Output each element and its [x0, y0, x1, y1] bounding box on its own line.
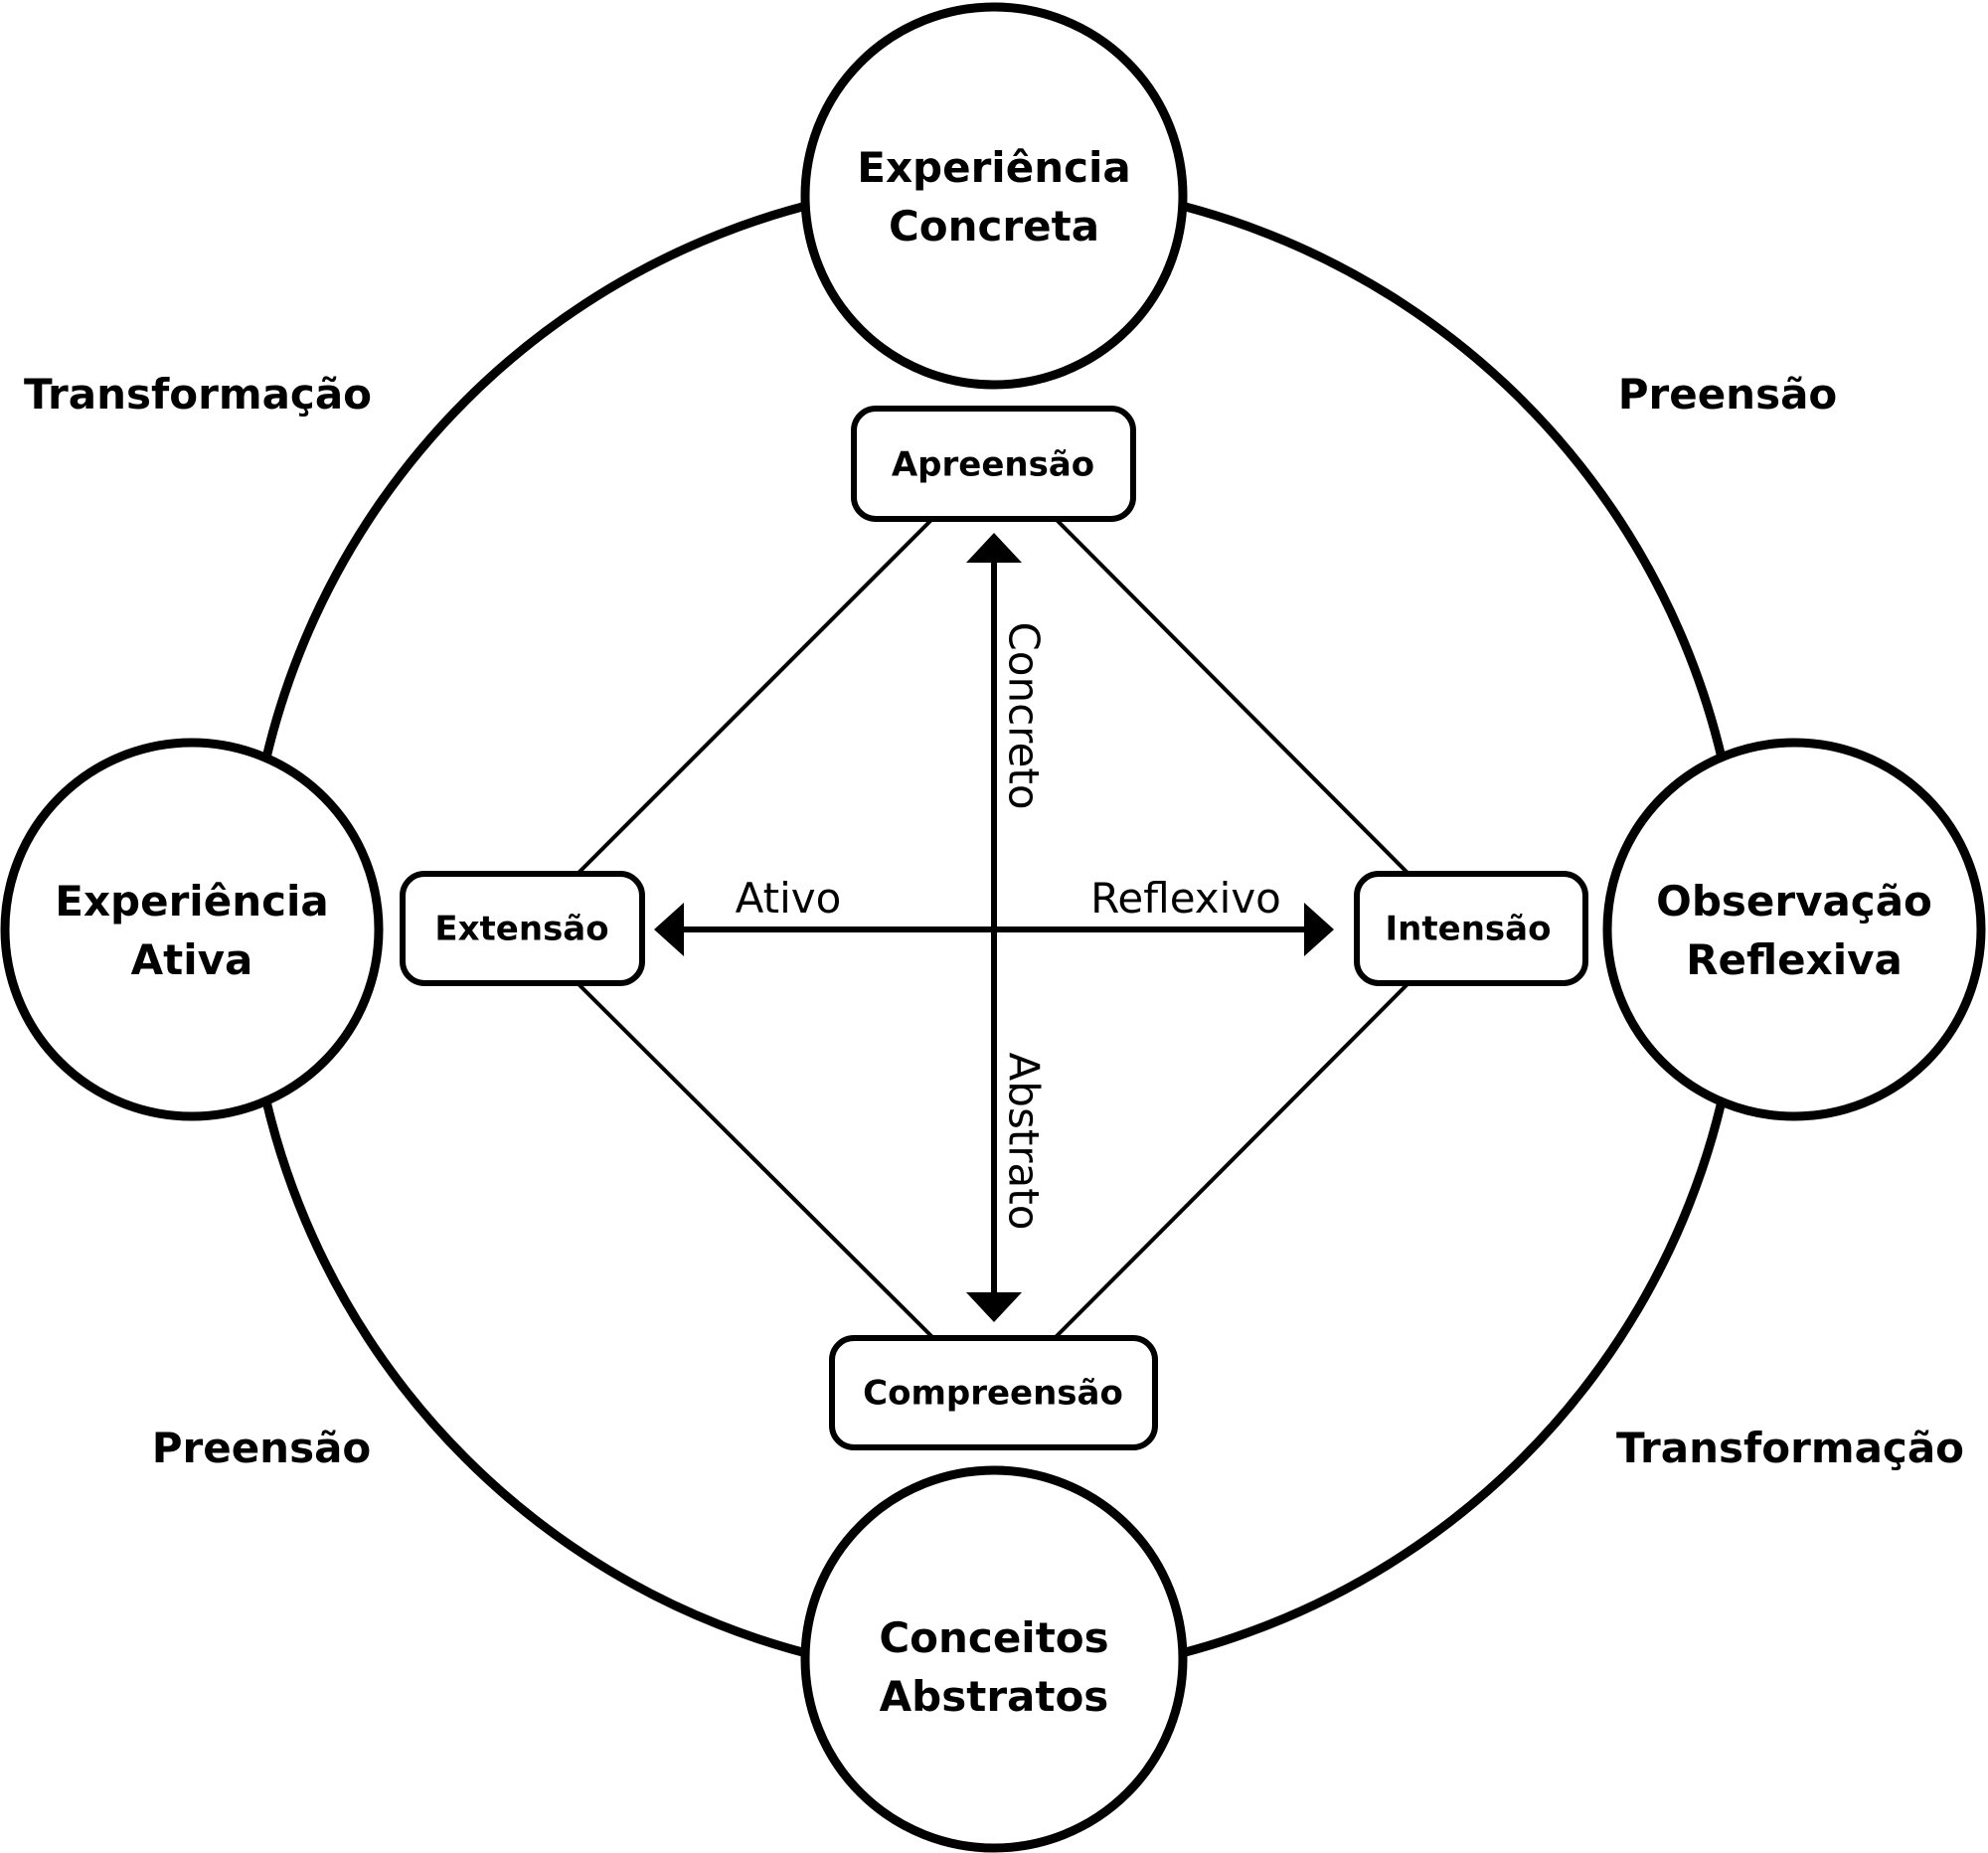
circle-right-line2: Reflexiva	[1686, 935, 1903, 984]
arrow-left-head	[654, 903, 684, 956]
connector-apreensao-extensao	[575, 517, 934, 877]
arrow-up-head	[966, 533, 1022, 563]
box-intensao-label: Intensão	[1386, 910, 1552, 949]
circle-observacao-reflexiva: Observação Reflexiva	[1602, 738, 1986, 1121]
axis-label-ativo: Ativo	[736, 874, 842, 923]
circle-right-line1: Observação	[1656, 877, 1932, 926]
circle-bottom-line1: Conceitos	[879, 1613, 1108, 1662]
axis-label-concreto: Concreto	[1000, 621, 1049, 809]
circle-experiencia-ativa: Experiência Ativa	[0, 738, 384, 1121]
box-extensao: Extensão	[400, 871, 645, 986]
corner-label-bottom-left: Preensão	[152, 1424, 372, 1472]
axis-label-abstrato: Abstrato	[1000, 1053, 1049, 1231]
circle-experiencia-concreta: Experiência Concreta	[800, 2, 1188, 390]
axis-label-reflexivo: Reflexivo	[1090, 874, 1281, 923]
box-compreensao-label: Compreensão	[863, 1374, 1123, 1414]
circle-left-line1: Experiência	[55, 877, 328, 926]
corner-label-top-left: Transformação	[24, 370, 372, 419]
arrow-right-head	[1304, 903, 1334, 956]
circle-bottom-line2: Abstratos	[880, 1672, 1109, 1721]
connector-apreensao-intensao	[1054, 517, 1411, 877]
circle-conceitos-abstratos: Conceitos Abstratos	[800, 1465, 1188, 1853]
connector-extensao-compreensao	[575, 980, 934, 1339]
corner-label-bottom-right: Transformação	[1616, 1424, 1964, 1472]
box-apreensao: Apreensão	[851, 406, 1136, 522]
box-intensao: Intensão	[1354, 871, 1588, 986]
circle-left-line2: Ativa	[131, 935, 253, 984]
circle-top-line1: Experiência	[857, 143, 1130, 192]
box-apreensao-label: Apreensão	[892, 445, 1094, 485]
corner-label-top-right: Preensão	[1618, 370, 1838, 419]
arrow-down-head	[966, 1292, 1022, 1322]
box-compreensao: Compreensão	[829, 1335, 1158, 1450]
circle-top-line2: Concreta	[889, 202, 1099, 251]
box-extensao-label: Extensão	[434, 910, 608, 949]
connector-intensao-compreensao	[1054, 980, 1411, 1339]
